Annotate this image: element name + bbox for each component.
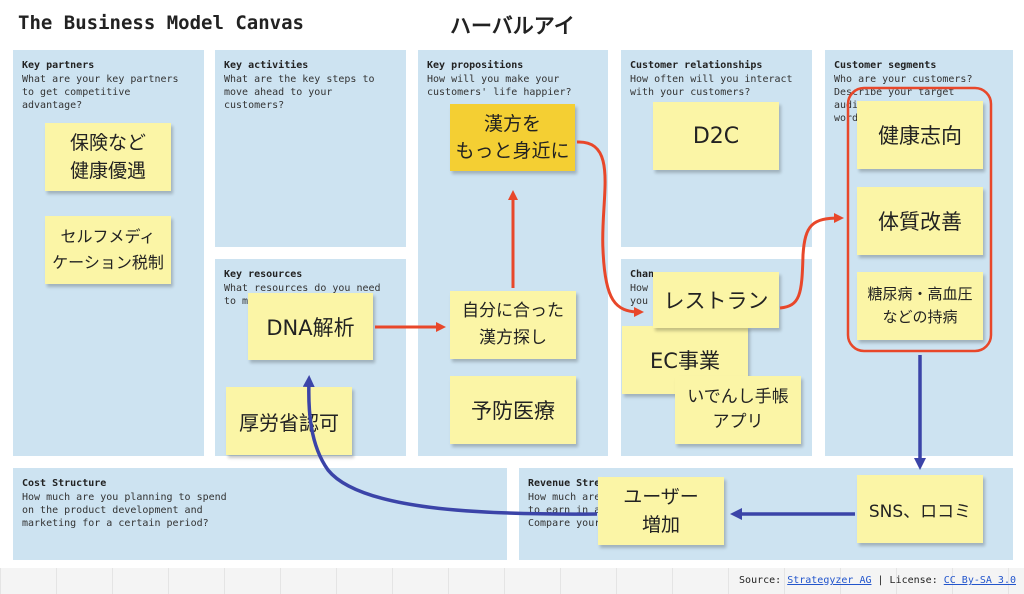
canvas-title: The Business Model Canvas (18, 12, 304, 34)
sticky-chronic-disease[interactable]: 糖尿病・高血圧 などの持病 (857, 272, 983, 340)
sticky-d2c[interactable]: D2C (653, 102, 779, 170)
block-question: How you (630, 283, 649, 307)
block-question: What are your key partners to get compet… (22, 74, 179, 111)
block-question: How much are to earn in a Compare your (528, 492, 601, 529)
sticky-insurance[interactable]: 保険など 健康優遇 (45, 123, 171, 191)
footer-attribution: Source: Strategyzer AG | License: CC By-… (739, 575, 1016, 586)
sticky-find-kampo[interactable]: 自分に合った 漢方探し (450, 291, 576, 359)
block-key-activities: Key activities What are the key steps to… (215, 50, 406, 247)
block-title: Cost Structure (22, 478, 107, 489)
footer-separator: | License: (871, 575, 944, 586)
sticky-restaurant[interactable]: レストラン (653, 272, 779, 328)
footer-prefix: Source: (739, 575, 788, 586)
block-question: How will you make your customers' life h… (427, 74, 572, 98)
block-title: Chan (630, 269, 655, 280)
block-title: Key resources (224, 269, 303, 280)
spreadsheet-grid-background (0, 568, 1024, 594)
sticky-preventive-medicine[interactable]: 予防医療 (450, 376, 576, 444)
block-question: How much are you planning to spend on th… (22, 492, 227, 529)
block-title: Key propositions (427, 60, 524, 71)
sticky-kampo-closer[interactable]: 漢方を もっと身近に (450, 104, 575, 171)
block-title: Key partners (22, 60, 95, 71)
block-cost-structure: Cost Structure How much are you planning… (13, 468, 507, 560)
sticky-user-growth[interactable]: ユーザー 増加 (598, 477, 724, 545)
block-title: Customer segments (834, 60, 937, 71)
block-title: Revenue Stre (528, 478, 601, 489)
source-link[interactable]: Strategyzer AG (787, 575, 872, 586)
sticky-dna-analysis[interactable]: DNA解析 (248, 293, 373, 360)
sticky-constitution[interactable]: 体質改善 (857, 187, 983, 255)
sticky-health-conscious[interactable]: 健康志向 (857, 101, 983, 169)
block-title: Customer relationships (630, 60, 763, 71)
block-question: How often will you interact with your cu… (630, 74, 793, 98)
block-question: What resources do you need to m (224, 283, 381, 307)
sticky-app[interactable]: いでんし手帳 アプリ (675, 376, 801, 444)
block-question: What are the key steps to move ahead to … (224, 74, 375, 111)
license-link[interactable]: CC By-SA 3.0 (943, 575, 1016, 586)
sticky-mhlw-approval[interactable]: 厚労省認可 (226, 387, 352, 455)
company-name: ハーバルアイ (450, 14, 575, 38)
block-title: Key activities (224, 60, 309, 71)
sticky-sns-wom[interactable]: SNS、ロコミ (857, 475, 983, 543)
block-key-partners: Key partners What are your key partners … (13, 50, 204, 456)
sticky-self-medication[interactable]: セルフメディ ケーション税制 (45, 216, 171, 284)
